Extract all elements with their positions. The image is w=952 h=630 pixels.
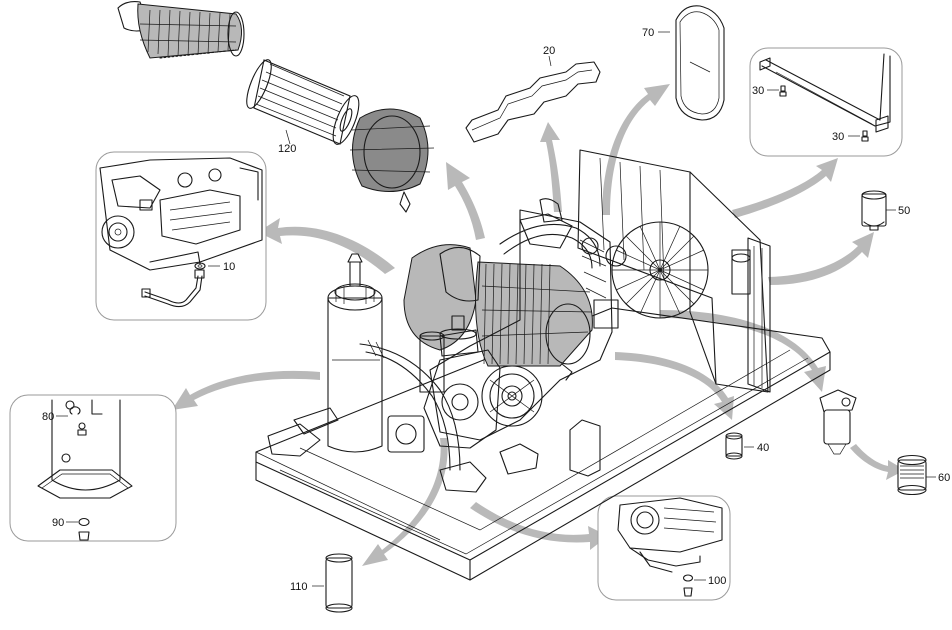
callout-30-upper: 30 xyxy=(752,85,764,97)
receiver-tank xyxy=(327,253,383,453)
filter-element-120 xyxy=(246,59,360,145)
arrow-to-air-filter xyxy=(446,162,485,240)
fuel-filter-assembly xyxy=(819,389,857,455)
arrow-to-filter-60 xyxy=(850,444,905,480)
washer-90-icon xyxy=(78,517,90,541)
arrow-to-filter-50 xyxy=(768,232,874,285)
callout-120: 120 xyxy=(278,143,296,155)
arrow-to-detail-100 xyxy=(470,502,608,550)
callout-50: 50 xyxy=(898,205,910,217)
intake-hose xyxy=(499,223,601,269)
arrow-to-filter-assembly xyxy=(660,310,826,392)
callout-110: 110 xyxy=(290,581,308,593)
valve-cover-gasket-20 xyxy=(465,61,601,143)
callout-80: 80 xyxy=(42,411,54,423)
arrow-to-gasket-20 xyxy=(540,122,562,212)
oil-filter-60 xyxy=(897,454,927,496)
drive-belt-70 xyxy=(675,5,725,121)
arrows xyxy=(172,84,905,566)
engine-detail-drawing xyxy=(99,157,263,271)
detail-box-30: 30 30 xyxy=(749,47,903,157)
fuel-filter-50 xyxy=(861,190,887,231)
arrow-to-detail-30 xyxy=(732,158,838,218)
bolt-30b-icon xyxy=(861,130,869,142)
detail-box-80-90: 80 90 xyxy=(9,394,177,542)
callout-90: 90 xyxy=(52,517,64,529)
callout-30-lower: 30 xyxy=(832,131,844,143)
machine-air-filter xyxy=(403,244,593,381)
arrow-to-detail-10 xyxy=(258,218,395,274)
main-compressor-assembly xyxy=(255,149,831,581)
callout-20: 20 xyxy=(543,45,555,57)
fitting-80-icon xyxy=(65,400,87,436)
air-filter-end-cap xyxy=(349,108,435,213)
oil-filter-40 xyxy=(725,432,743,460)
tank-hose xyxy=(359,339,461,471)
detail-box-10: 10 xyxy=(95,151,267,321)
cooler-side-panel xyxy=(747,237,771,393)
support-brackets xyxy=(267,407,601,493)
detail-box-100: 100 xyxy=(597,495,731,601)
arrow-to-filter-110 xyxy=(362,438,448,566)
callout-10: 10 xyxy=(223,261,235,273)
separator-cartridge-110 xyxy=(325,553,353,613)
callout-60: 60 xyxy=(938,472,950,484)
arrow-to-filter-40 xyxy=(615,352,734,420)
tank-bottom-drawing xyxy=(37,399,133,499)
callout-70: 70 xyxy=(642,27,654,39)
bolt-30a-icon xyxy=(779,85,787,97)
air-intake-housing xyxy=(117,1,245,59)
washer-10-icon xyxy=(194,262,206,270)
cooler-radiator xyxy=(577,149,769,393)
arrow-to-detail-80 xyxy=(172,370,320,410)
plug-100-icon xyxy=(682,574,694,597)
base-frame xyxy=(255,307,831,581)
callout-40: 40 xyxy=(757,442,769,454)
cooler-frame-drawing xyxy=(759,53,891,133)
pump-detail-drawing xyxy=(617,497,723,573)
arrow-to-belt-70 xyxy=(602,84,670,215)
drain-hose-drawing xyxy=(141,269,205,308)
callout-100: 100 xyxy=(708,575,726,587)
airend-and-pulleys xyxy=(387,315,543,453)
